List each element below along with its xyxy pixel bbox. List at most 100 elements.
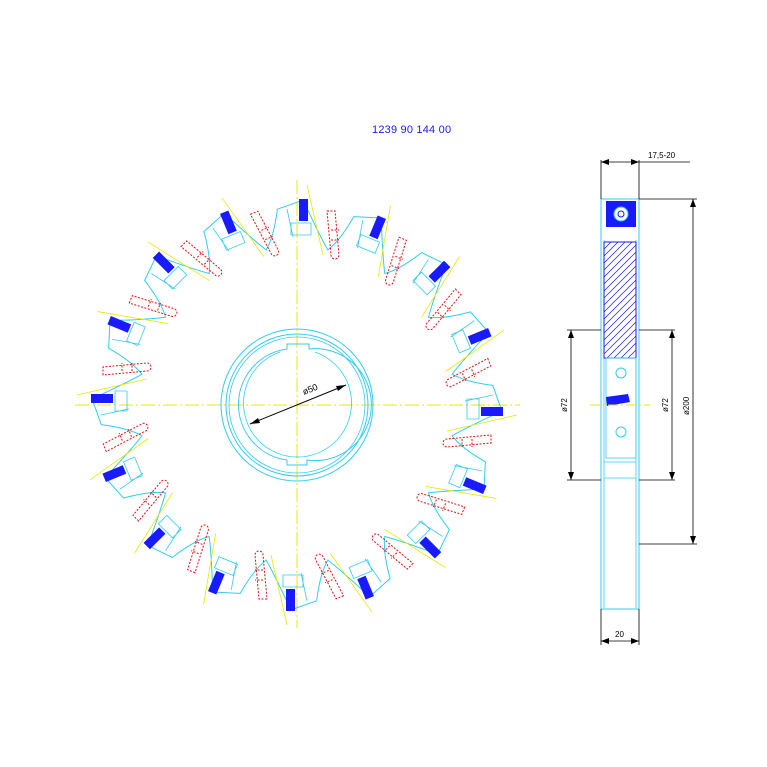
cutting-insert	[107, 316, 132, 333]
cutting-insert	[143, 527, 166, 550]
hatch-line	[613, 335, 637, 359]
side-insert	[606, 394, 630, 406]
insert-pocket	[406, 520, 443, 545]
hub-outer-ring	[220, 328, 374, 482]
width-arrow-left	[601, 159, 609, 165]
clamp-screw-hidden	[128, 295, 178, 317]
cutting-insert	[152, 251, 175, 274]
insert-pocket	[100, 390, 130, 416]
cutting-insert	[208, 570, 225, 595]
cutting-insert	[481, 407, 503, 416]
clamp-screw-hidden	[132, 479, 169, 522]
hatch-line	[603, 241, 619, 257]
hub-ring-3	[228, 336, 366, 474]
hatch-line	[603, 241, 633, 271]
insert-pocket	[464, 394, 494, 420]
cutting-insert	[462, 477, 487, 494]
hatch-line	[603, 314, 637, 348]
insert-pocket	[448, 463, 482, 489]
clamp-screw-hidden	[102, 422, 149, 453]
tooth	[412, 256, 462, 331]
hatch-line	[603, 244, 637, 278]
cutter-teeth	[76, 184, 518, 626]
tooth	[76, 362, 152, 416]
insert-pocket	[450, 320, 475, 354]
side-screw-upper	[615, 367, 627, 379]
cutting-insert	[220, 210, 237, 235]
hatch-line	[603, 241, 626, 264]
tooth-center-line	[378, 205, 391, 277]
clamp-screw-hidden	[425, 288, 462, 331]
hub-left-label: ø72	[560, 398, 569, 412]
clamp-screw-hidden	[180, 240, 223, 277]
cutting-insert	[369, 215, 386, 240]
tooth-center-line	[330, 553, 373, 613]
cutting-insert	[428, 260, 451, 283]
cutting-insert	[102, 465, 127, 482]
tooth	[314, 553, 382, 613]
cutting-insert	[286, 589, 295, 611]
tooth	[212, 197, 280, 257]
hatch-line	[603, 241, 612, 250]
bore-with-keyway	[237, 343, 372, 466]
od-arrow-bottom	[690, 536, 696, 544]
hatch-line	[603, 279, 637, 313]
tooth-center-line	[203, 533, 216, 605]
tooth	[445, 320, 505, 388]
thickness-label: 20	[615, 630, 624, 639]
tooth-center-line	[76, 378, 148, 396]
thk-arrow-right	[631, 638, 639, 644]
hatch-line	[603, 286, 637, 320]
tooth	[132, 479, 182, 554]
side-mid-block	[605, 357, 637, 459]
tooth	[416, 463, 497, 515]
hub-inner-ring	[225, 333, 369, 477]
insert-pocket	[151, 265, 188, 290]
clamp-screw-hidden	[371, 533, 414, 570]
tooth-center-line	[446, 414, 518, 432]
bore-arrow-start	[250, 418, 260, 424]
hub-left-arrow-top	[568, 330, 574, 338]
insert-pocket	[112, 321, 146, 347]
tooth-center-line	[421, 256, 460, 318]
cutting-insert	[467, 328, 492, 345]
insert-pocket	[157, 514, 182, 551]
insert-pocket	[355, 220, 381, 254]
tooth-center-line	[425, 486, 497, 499]
top-insert-hole	[613, 206, 629, 222]
part-number-label: 1239 90 144 00	[372, 124, 452, 136]
clamp-screw-hidden	[102, 362, 152, 376]
hatch-line	[620, 342, 637, 359]
hatch-line	[603, 307, 637, 341]
tooth-center-line	[134, 492, 173, 554]
hatch-line	[603, 300, 637, 334]
tooth-center-line	[270, 554, 288, 626]
tooth-center-line	[97, 311, 169, 324]
insert-pocket	[212, 227, 246, 252]
cutter-body-outline	[91, 199, 503, 611]
tooth-center-line	[221, 197, 264, 257]
insert-pocket	[119, 456, 144, 490]
clamp-screw-hidden	[187, 524, 209, 574]
bore-dimension-line	[249, 384, 347, 425]
thk-arrow-left	[601, 638, 609, 644]
tooth-center-line	[148, 242, 210, 281]
tooth	[89, 422, 149, 490]
clamp-screw-hidden	[416, 493, 466, 515]
insert-pocket	[213, 556, 239, 590]
hub-left-arrow-bottom	[568, 472, 574, 480]
tooth-center-line	[306, 184, 324, 256]
hatch-line	[627, 349, 637, 359]
hatch-line	[606, 328, 637, 359]
hub-right-label: ø72	[661, 398, 670, 412]
hatch-line	[603, 265, 637, 299]
od-arrow-top	[690, 199, 696, 207]
width-arrow-right	[631, 159, 639, 165]
tooth-center-line	[445, 329, 505, 372]
clamp-screw-hidden	[249, 210, 280, 257]
tooth	[97, 295, 178, 347]
insert-pocket	[286, 208, 312, 238]
insert-pocket	[348, 558, 382, 583]
insert-pocket	[282, 572, 308, 602]
